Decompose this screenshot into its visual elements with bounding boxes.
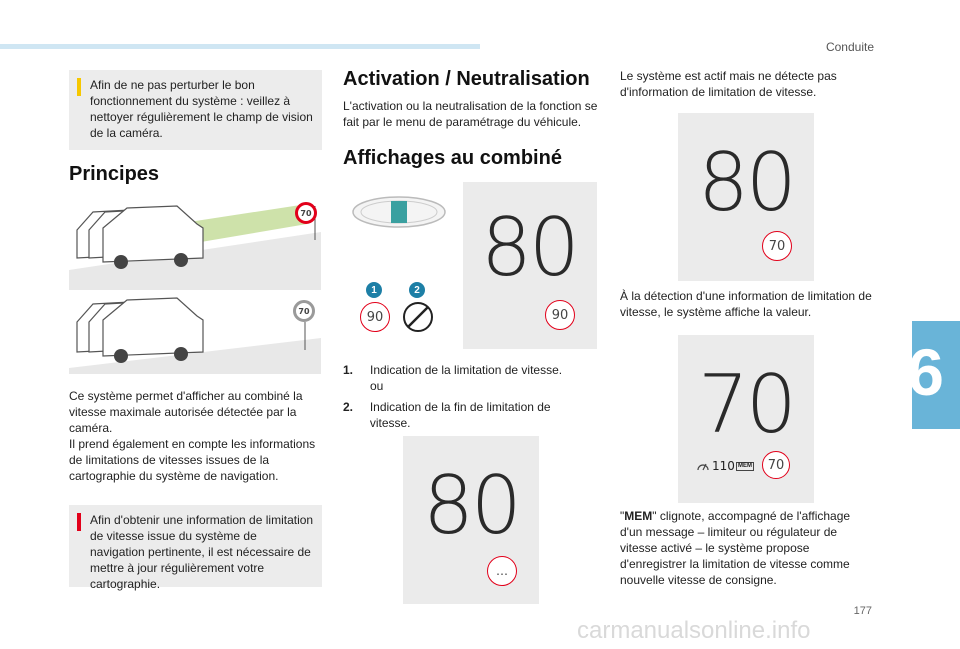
section-title: Conduite [825,40,874,54]
principes-paragraph-1: Ce système permet d'afficher au combiné … [69,389,303,435]
principes-text: Ce système permet d'afficher au combiné … [69,388,324,484]
affichages-heading: Affichages au combiné [343,147,562,169]
chapter-tab[interactable] [912,321,960,429]
limit-badge: 70 [762,451,790,479]
legend-list: 1. Indication de la limitation de vitess… [343,362,593,431]
legend-item-2: 2. Indication de la fin de limitation de… [343,400,551,430]
cluster-display-3: 80 70 [678,113,814,281]
info-note: Afin de ne pas perturber le bon fonction… [69,70,322,150]
set-speed-value: 110 [712,459,735,473]
activation-text: L'activation ou la neutralisation de la … [343,99,598,129]
speedometer-icon [696,459,710,473]
camera-status-icon [351,195,447,229]
callout-1: 1 [366,282,382,298]
speed-sign-icon: 70 [295,202,317,224]
current-speed: 70 [698,358,797,451]
limit-badge: 70 [762,231,792,261]
limit-badge: … [487,556,517,586]
cluster-display-4: 70 110 MEM 70 [678,335,814,503]
camera-detection-illustration: 70 [69,192,321,290]
principes-heading: Principes [69,163,160,185]
inactive-detection-text: Le système est actif mais ne détecte pas… [620,69,837,99]
end-of-limit-icon [402,301,434,333]
mem-label: MEM [624,509,653,523]
navigation-map-illustration: 70 [69,294,321,374]
warning-note: Afin d'obtenir une information de limita… [69,505,322,591]
principes-paragraph-2: Il prend également en compte les informa… [69,437,316,483]
cluster-display-1: 80 90 [463,182,597,349]
speed-limit-icon: 90 [360,302,390,332]
activation-heading: Activation / Neutralisation [343,68,590,90]
limit-badge: 90 [545,300,575,330]
warning-note-text: Afin d'obtenir une information de limita… [90,513,314,591]
mem-indicator: MEM [736,462,754,471]
detection-text: À la détection d'une information de limi… [620,289,872,319]
info-marker [77,78,81,96]
page-number: 177 [853,605,872,617]
legend-item-1-sub: ou [370,379,384,393]
current-speed: 80 [423,459,522,552]
speed-sign-gray-icon: 70 [293,300,315,322]
cluster-display-2: 80 … [403,436,539,604]
header-accent-bar [0,44,480,49]
legend-item-1: 1. Indication de la limitation de vitess… [343,363,563,377]
current-speed: 80 [481,201,580,294]
warning-marker [77,513,81,531]
info-note-text: Afin de ne pas perturber le bon fonction… [90,78,313,140]
current-speed: 80 [698,136,797,229]
watermark: carmanualsonline.info [577,617,811,644]
callout-2: 2 [409,282,425,298]
chapter-number: 6 [907,335,944,409]
mem-text: "MEM" clignote, accompagné de l'affichag… [620,509,851,587]
